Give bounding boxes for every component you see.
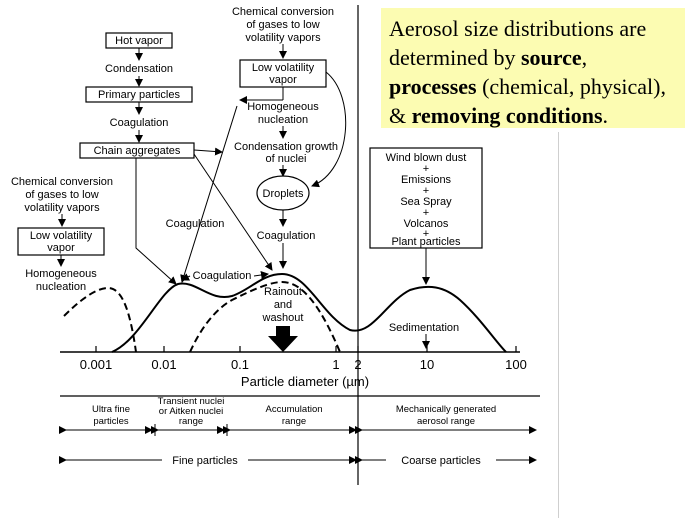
source-plant-particles: Plant particles <box>391 236 461 248</box>
homogeneous-left-label: Homogeneous <box>25 268 97 280</box>
homogeneous-top-label-line2: nucleation <box>258 114 308 126</box>
fine-particles-label: Fine particles <box>172 455 238 467</box>
chem-conversion-top-label-line2: of gases to low <box>246 19 319 31</box>
accumulation-range-label-line2: range <box>282 416 306 427</box>
source-volcanos: Volcanos <box>404 218 449 230</box>
mechanical-range-label-line2: aerosol range <box>417 416 475 427</box>
callout-text-2: , <box>581 45 588 70</box>
removal-down-arrow-icon <box>268 326 298 352</box>
source-plus: + <box>423 228 429 240</box>
condensation-growth-label: Condensation growth <box>234 141 338 153</box>
coagulation-label: Coagulation <box>110 117 169 129</box>
slide-divider-line <box>558 132 559 518</box>
low-volatility-vapor-left-label-line2: vapor <box>47 242 75 254</box>
tick-label: 100 <box>505 357 527 372</box>
summary-callout: Aerosol size distributions are determine… <box>381 8 685 128</box>
mechanical-range-label: Mechanically generated <box>396 404 496 415</box>
aitken-range-label-line2: or Aitken nuclei <box>159 406 223 417</box>
low-volatility-vapor-left-box <box>17 227 105 256</box>
tick-label: 0.1 <box>231 357 249 372</box>
total-distribution-curve <box>111 272 507 353</box>
callout-text-3: (chemical, physical), & <box>389 74 666 128</box>
rainout-label: Rainout <box>264 286 302 298</box>
source-emissions: Emissions <box>401 174 452 186</box>
callout-removing: removing conditions <box>411 103 603 128</box>
tick-label: 0.01 <box>151 357 176 372</box>
source-wind-blown-dust: Wind blown dust <box>386 152 467 164</box>
tick-label: 0.001 <box>80 357 113 372</box>
rainout-label-line2: and <box>274 299 292 311</box>
chem-conversion-top-label-line3: volatility vapors <box>245 32 321 44</box>
condensation-label: Condensation <box>105 63 173 75</box>
source-plus: + <box>423 207 429 219</box>
x-axis-title: Particle diameter (µm) <box>241 374 369 389</box>
chem-conversion-left-label-line3: volatility vapors <box>24 202 100 214</box>
sedimentation-label: Sedimentation <box>389 322 459 334</box>
primary-particles-label: Primary particles <box>98 89 180 101</box>
aitken-range-label: Transient nuclei <box>158 396 225 407</box>
chem-conversion-left-label-line2: of gases to low <box>25 189 98 201</box>
low-volatility-vapor-left-label: Low volatility <box>30 230 93 242</box>
dashed-accumulation-mode-curve <box>189 280 341 353</box>
source-sea-spray: Sea Spray <box>400 196 452 208</box>
ultrafine-range-label-line2: particles <box>93 416 129 427</box>
condensation-growth-label-line2: of nuclei <box>266 153 307 165</box>
coarse-sources-box <box>369 147 483 249</box>
coagulation-bottom-label: Coagulation <box>193 270 252 282</box>
coarse-particles-label: Coarse particles <box>401 455 481 467</box>
ultrafine-range-label: Ultra fine <box>92 404 130 415</box>
chem-conversion-left-label: Chemical conversion <box>11 176 113 188</box>
low-volatility-vapor-top-label-line2: vapor <box>269 74 297 86</box>
homogeneous-left-label-line2: nucleation <box>36 281 86 293</box>
source-plus: + <box>423 185 429 197</box>
coagulation-mid-label: Coagulation <box>166 218 225 230</box>
chem-conversion-top-label: Chemical conversion <box>232 6 334 18</box>
rainout-label-line3: washout <box>262 312 304 324</box>
tick-label: 1 <box>332 357 339 372</box>
droplets-label: Droplets <box>263 188 304 200</box>
callout-processes: processes <box>389 74 477 99</box>
coagulation-right-label: Coagulation <box>257 230 316 242</box>
hot-vapor-label: Hot vapor <box>115 35 163 47</box>
x-axis-ticks <box>95 346 517 352</box>
aitken-range-label-line3: range <box>179 416 203 427</box>
low-volatility-vapor-top-label: Low volatility <box>252 62 315 74</box>
callout-text-1: Aerosol size distributions are determine… <box>389 16 647 70</box>
chain-aggregates-label: Chain aggregates <box>94 145 181 157</box>
accumulation-range-label: Accumulation <box>265 404 322 415</box>
tick-label: 10 <box>420 357 434 372</box>
callout-source: source <box>520 45 582 70</box>
homogeneous-top-label: Homogeneous <box>247 101 319 113</box>
callout-text-4: . <box>602 103 609 128</box>
source-plus: + <box>423 163 429 175</box>
